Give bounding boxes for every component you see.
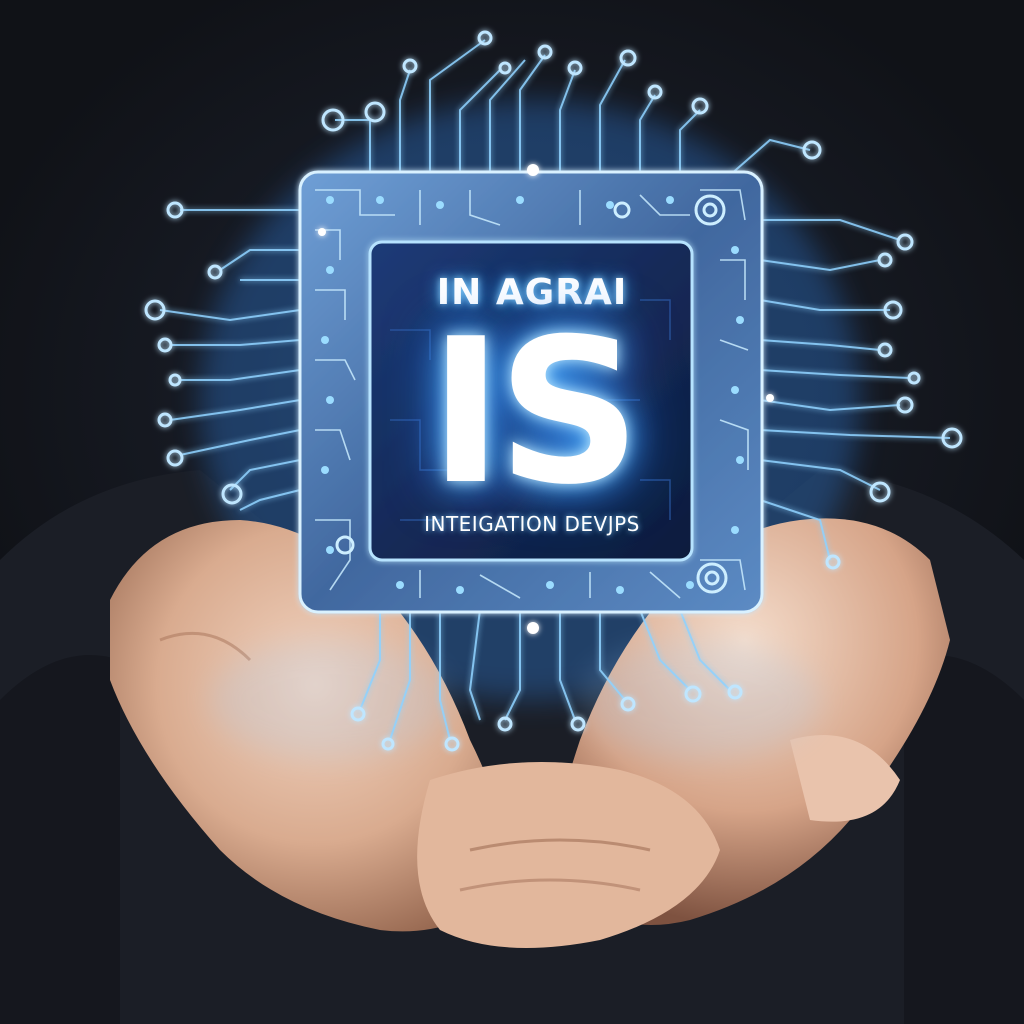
chip-frame-dots [321, 196, 744, 594]
circuit-nodes [144, 30, 963, 752]
chip-headline: IN AGRAI [436, 272, 628, 313]
chip-logo-letters: IS [428, 296, 641, 529]
circuit-traces [159, 39, 951, 741]
chip-frame-rings [335, 194, 728, 594]
chip-tagline: INTEIGATION DEVJPS [424, 512, 640, 536]
light-sparks [318, 164, 774, 634]
chip-panel-traces [390, 299, 671, 521]
chip-panel [368, 240, 694, 562]
hands [110, 518, 950, 948]
chip-frame-pattern [315, 189, 749, 599]
